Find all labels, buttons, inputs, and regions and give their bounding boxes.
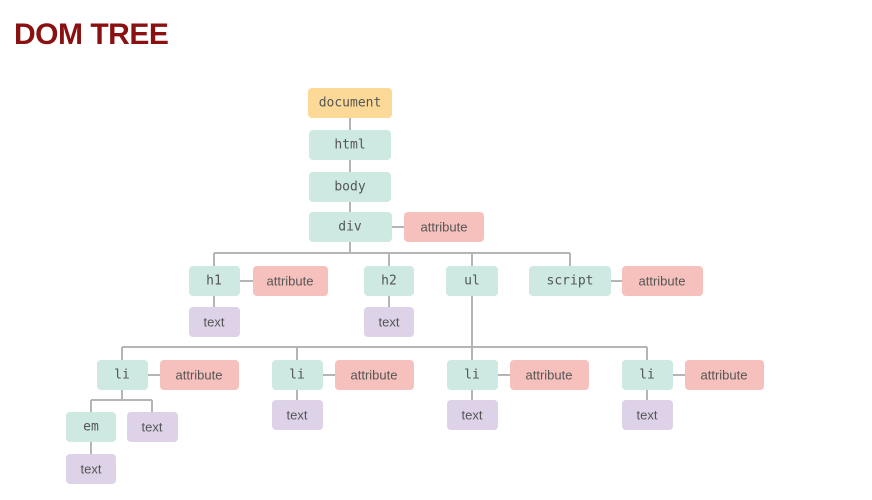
svg-text:document: document bbox=[319, 96, 382, 111]
svg-text:attribute: attribute bbox=[421, 220, 468, 235]
svg-text:text: text bbox=[142, 420, 163, 435]
node-li-2: li bbox=[272, 360, 323, 390]
node-li-1-attribute: attribute bbox=[160, 360, 239, 390]
svg-text:text: text bbox=[81, 462, 102, 477]
node-document: document bbox=[308, 88, 392, 118]
node-li-2-text: text bbox=[272, 400, 323, 430]
svg-text:li: li bbox=[639, 368, 655, 383]
page-title: DOM TREE bbox=[14, 18, 169, 51]
node-li-4: li bbox=[622, 360, 673, 390]
node-div-attribute: attribute bbox=[404, 212, 484, 242]
node-div: div bbox=[309, 212, 392, 242]
svg-text:attribute: attribute bbox=[526, 368, 573, 383]
svg-text:text: text bbox=[462, 408, 483, 423]
svg-text:script: script bbox=[547, 274, 594, 289]
svg-text:attribute: attribute bbox=[701, 368, 748, 383]
node-h1-attribute: attribute bbox=[253, 266, 328, 296]
svg-text:li: li bbox=[114, 368, 130, 383]
node-h1-text: text bbox=[189, 307, 240, 337]
svg-text:text: text bbox=[287, 408, 308, 423]
node-em-text: text bbox=[66, 454, 116, 484]
node-li-4-attribute: attribute bbox=[685, 360, 764, 390]
node-h2: h2 bbox=[364, 266, 414, 296]
node-li-2-attribute: attribute bbox=[335, 360, 414, 390]
node-h2-text: text bbox=[364, 307, 414, 337]
svg-text:div: div bbox=[338, 220, 362, 235]
svg-text:h1: h1 bbox=[206, 274, 222, 289]
svg-text:h2: h2 bbox=[381, 274, 397, 289]
svg-text:text: text bbox=[204, 315, 225, 330]
node-li-3-text: text bbox=[447, 400, 498, 430]
svg-text:attribute: attribute bbox=[351, 368, 398, 383]
node-script: script bbox=[529, 266, 611, 296]
node-li-3: li bbox=[447, 360, 498, 390]
svg-text:attribute: attribute bbox=[267, 274, 314, 289]
node-li-1-text: text bbox=[127, 412, 178, 442]
svg-text:li: li bbox=[464, 368, 480, 383]
svg-text:body: body bbox=[334, 180, 365, 195]
svg-text:attribute: attribute bbox=[176, 368, 223, 383]
node-em: em bbox=[66, 412, 116, 442]
node-ul: ul bbox=[446, 266, 498, 296]
tree-connectors bbox=[90, 118, 685, 454]
svg-text:ul: ul bbox=[464, 274, 480, 289]
node-li-3-attribute: attribute bbox=[510, 360, 589, 390]
svg-text:attribute: attribute bbox=[639, 274, 686, 289]
svg-text:em: em bbox=[83, 420, 99, 435]
node-li-1: li bbox=[97, 360, 148, 390]
node-script-attribute: attribute bbox=[622, 266, 703, 296]
node-body: body bbox=[309, 172, 391, 202]
svg-text:text: text bbox=[379, 315, 400, 330]
node-html: html bbox=[309, 130, 391, 160]
svg-text:text: text bbox=[637, 408, 658, 423]
node-li-4-text: text bbox=[622, 400, 673, 430]
node-h1: h1 bbox=[189, 266, 240, 296]
svg-text:li: li bbox=[289, 368, 305, 383]
svg-text:html: html bbox=[334, 138, 365, 153]
